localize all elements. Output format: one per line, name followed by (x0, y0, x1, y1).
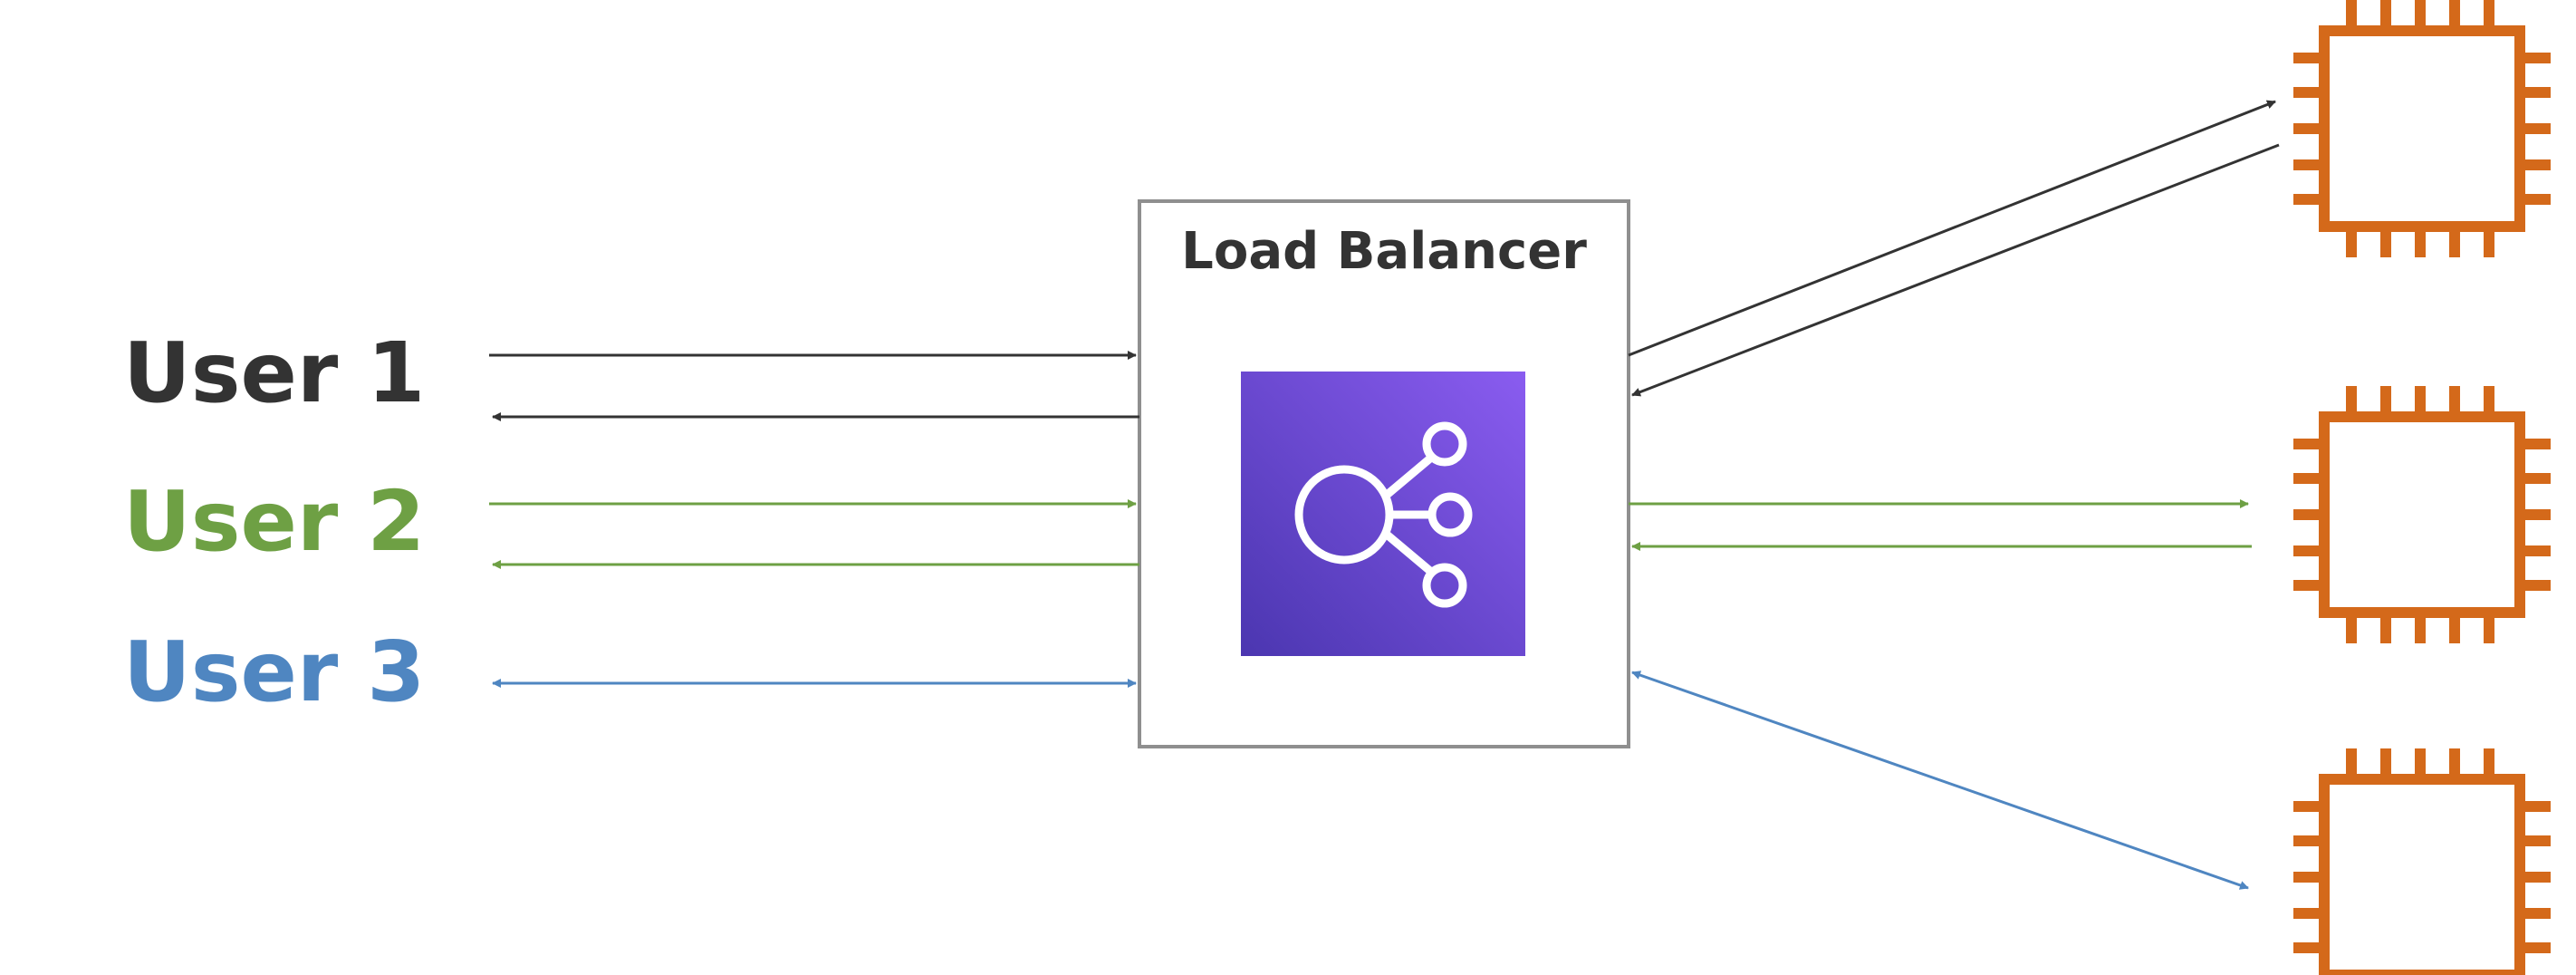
ec2-instance-chip-icon (2293, 386, 2551, 643)
ec2-instance-chip-icon (2293, 748, 2551, 975)
instance3-bidirectional-arrow (1631, 671, 2249, 890)
instance1-response-arrow (1631, 143, 2280, 397)
load-balancer-title: Load Balancer (1181, 222, 1587, 281)
instance1-request-arrow (1628, 100, 2276, 357)
elastic-load-balancing-icon (1241, 372, 1525, 656)
ec2-instance-chip-icon (2293, 0, 2551, 257)
user-1-label: User 1 (123, 324, 426, 421)
user-3-label: User 3 (123, 623, 426, 720)
user-2-label: User 2 (123, 473, 426, 570)
